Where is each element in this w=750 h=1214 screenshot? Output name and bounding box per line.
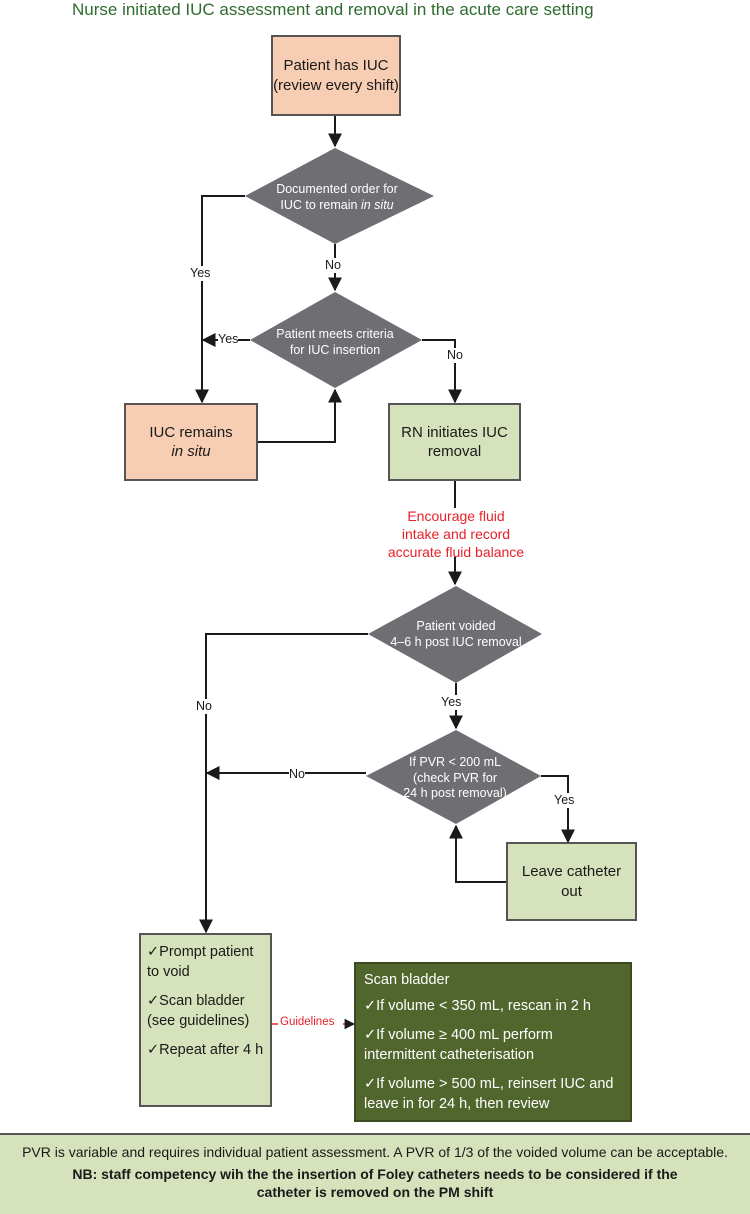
pvr-line2: (check PVR for xyxy=(412,770,498,785)
iuc-remains-line2: in situ xyxy=(171,443,211,460)
prompt-item: ✓Repeat after 4 h xyxy=(147,1042,264,1059)
footer-line2: NB: staff competency wih the the inserti… xyxy=(72,1166,678,1200)
scan-item: ✓If volume ≥ 400 mL perform intermittent… xyxy=(364,1027,553,1063)
iuc-remains-box: IUC remains in situ xyxy=(124,403,258,481)
edge-label-yes: Yes xyxy=(218,332,239,347)
scan-bladder-heading: Scan bladder xyxy=(364,972,450,988)
edge-label-yes: Yes xyxy=(190,266,211,281)
start-line1: Patient has IUC xyxy=(283,57,389,74)
prompt-actions-box: ✓Prompt patient to void ✓Scan bladder (s… xyxy=(139,933,272,1107)
page-title: Nurse initiated IUC assessment and remov… xyxy=(72,0,594,19)
documented-order-label: Documented order for IUC to remain in si… xyxy=(262,182,412,213)
voided-line1: Patient voided xyxy=(416,619,496,633)
decision-voided xyxy=(368,586,542,683)
leave-out-line2: out xyxy=(561,882,582,900)
edge-label-yes: Yes xyxy=(441,695,462,710)
documented-order-italic: in situ xyxy=(360,197,394,212)
prompt-actions-list: ✓Prompt patient to void ✓Scan bladder (s… xyxy=(141,935,270,1061)
rn-removal-line2: removal xyxy=(427,443,482,460)
edge-label-no: No xyxy=(325,258,341,273)
iuc-remains-line1: IUC remains xyxy=(149,423,233,441)
prompt-item: ✓Scan bladder (see guidelines) xyxy=(147,993,250,1029)
scan-item: ✓If volume < 350 mL, rescan in 2 h xyxy=(364,997,591,1014)
documented-order-line1: Documented order for xyxy=(276,182,398,196)
decision-meets-criteria xyxy=(250,292,422,388)
rn-removal-box: RN initiates IUC removal xyxy=(388,403,521,481)
fluid-note: Encourage fluid intake and record accura… xyxy=(380,507,532,562)
pvr-check-label: If PVR < 200 mL (check PVR for 24 h post… xyxy=(390,755,520,802)
pvr-line1: If PVR < 200 mL xyxy=(408,755,502,769)
meets-criteria-label: Patient meets criteria for IUC insertion xyxy=(260,327,410,358)
documented-order-line2: IUC to remain xyxy=(280,197,361,212)
rn-removal-line1: RN initiates IUC xyxy=(401,423,508,441)
prompt-item: ✓Prompt patient to void xyxy=(147,944,254,980)
footer-note: PVR is variable and requires individual … xyxy=(0,1133,750,1214)
footer-line1: PVR is variable and requires individual … xyxy=(22,1144,728,1160)
guidelines-link-label: Guidelines xyxy=(280,1016,335,1030)
edge-label-no: No xyxy=(289,767,305,782)
voided-label: Patient voided 4–6 h post IUC removal xyxy=(381,619,531,650)
fluid-note-line3: accurate fluid balance xyxy=(387,544,525,561)
leave-catheter-out-box: Leave catheter out xyxy=(506,842,637,921)
start-box: Patient has IUC (review every shift) xyxy=(271,35,401,116)
decision-documented-order xyxy=(245,148,434,244)
decision-pvr-check xyxy=(366,730,541,824)
voided-line2: 4–6 h post IUC removal xyxy=(390,634,522,649)
fluid-note-line1: Encourage fluid xyxy=(407,508,505,524)
meets-criteria-line1: Patient meets criteria xyxy=(276,327,394,341)
scan-item: ✓If volume > 500 mL, reinsert IUC and le… xyxy=(364,1076,614,1112)
scan-bladder-box: Scan bladder ✓If volume < 350 mL, rescan… xyxy=(354,962,632,1122)
edge-label-no: No xyxy=(447,348,463,363)
pvr-line3: 24 h post removal) xyxy=(403,786,507,801)
leave-out-line1: Leave catheter xyxy=(521,863,622,880)
fluid-note-line2: intake and record xyxy=(401,526,511,543)
start-line2: (review every shift) xyxy=(273,76,399,94)
meets-criteria-line2: for IUC insertion xyxy=(289,342,381,357)
edge-label-yes: Yes xyxy=(554,793,575,808)
edge-label-no: No xyxy=(196,699,212,714)
